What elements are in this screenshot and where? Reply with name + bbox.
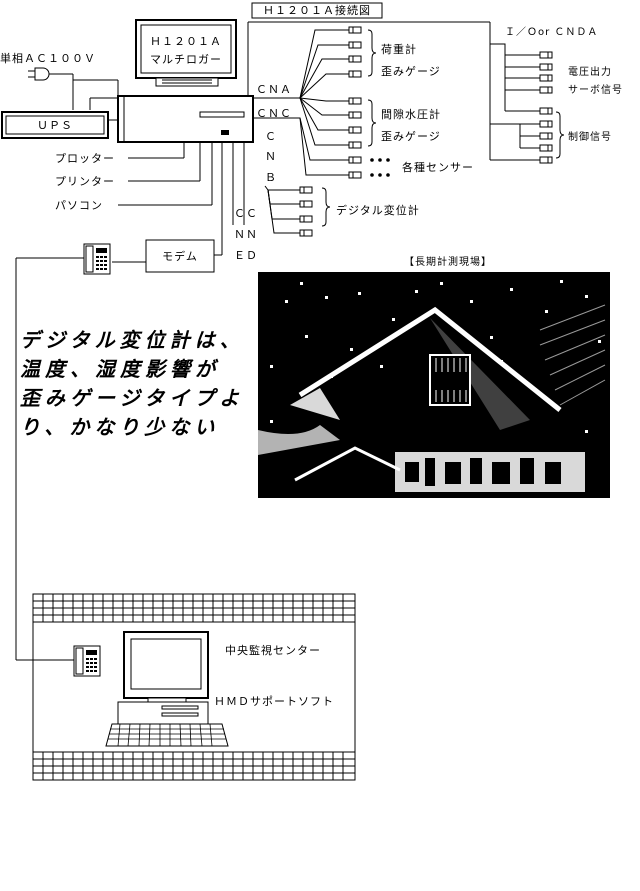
center-telephone-icon (73, 645, 101, 677)
port-cnb-2: Ｎ (265, 150, 277, 163)
center-name: 中央監視センター (225, 643, 321, 657)
port-cc: ＣＣ (234, 207, 258, 220)
servo-signal-label: サーボ信号 (568, 84, 623, 96)
ellipsis-dots (370, 158, 390, 177)
port-cnd: Ｉ／Ｏor ＣＮＤＡ (505, 26, 598, 38)
cna-cables (253, 29, 345, 234)
printer-label: プリンター (55, 175, 115, 188)
center-computer (105, 631, 229, 747)
site-photo (258, 272, 610, 498)
headline-line-4: り、かなり少ない (20, 415, 220, 439)
headline-line-2: 温度、湿度影響が (20, 357, 220, 381)
cnd-connectors (539, 51, 553, 164)
pc-label: パソコン (55, 199, 103, 212)
pore-pressure-label: 間隙水圧計 (381, 107, 441, 121)
photo-caption: 【長期計測現場】 (404, 255, 492, 268)
digital-gauge-label: デジタル変位計 (336, 203, 420, 217)
ups-label: ＵＰＳ (37, 119, 73, 132)
plug-icon (28, 67, 50, 81)
logger-led (221, 130, 229, 135)
headline-line-1: デジタル変位計は、 (20, 328, 245, 352)
logger-screen (140, 24, 232, 74)
telephone-icon (83, 243, 111, 275)
port-cnc: ＣＮＣ (256, 107, 292, 120)
headline-line-3: 歪みゲージタイプよ (20, 386, 245, 410)
port-ed: ＥＤ (234, 249, 258, 262)
strain-gauge-label-1: 歪みゲージ (381, 65, 441, 78)
strain-gauge-label-2: 歪みゲージ (381, 130, 441, 143)
port-cnb-1: Ｃ (265, 130, 277, 143)
port-nn: ＮＮ (234, 228, 258, 241)
logger-label-1: Ｈ１２０１Ａ (150, 35, 222, 48)
logger-drive-slot (199, 111, 245, 118)
logger-stand (155, 77, 219, 87)
logger-label-2: マルチロガー (150, 53, 222, 66)
plotter-label: プロッター (55, 152, 115, 165)
group-braces (321, 29, 565, 227)
logger-unit (117, 95, 254, 143)
title-box (251, 2, 383, 19)
cnd-cables (490, 43, 540, 149)
power-label: 単相ＡＣ１００Ｖ (0, 51, 96, 65)
modem-box (145, 239, 215, 273)
load-gauge-label: 荷重計 (381, 42, 417, 56)
sensor-label: 各種センサー (402, 160, 474, 174)
modem-label: モデム (162, 249, 198, 263)
port-cna: ＣＮＡ (256, 83, 292, 96)
center-software: ＨＭＤサポートソフト (214, 695, 334, 708)
control-signal-label: 制御信号 (568, 130, 612, 143)
center-frame (32, 593, 356, 781)
voltage-output-label: 電圧出力 (568, 65, 612, 78)
diagram-title: Ｈ１２０１Ａ接続図 (263, 3, 371, 17)
port-cnb-3: Ｂ (265, 171, 277, 184)
